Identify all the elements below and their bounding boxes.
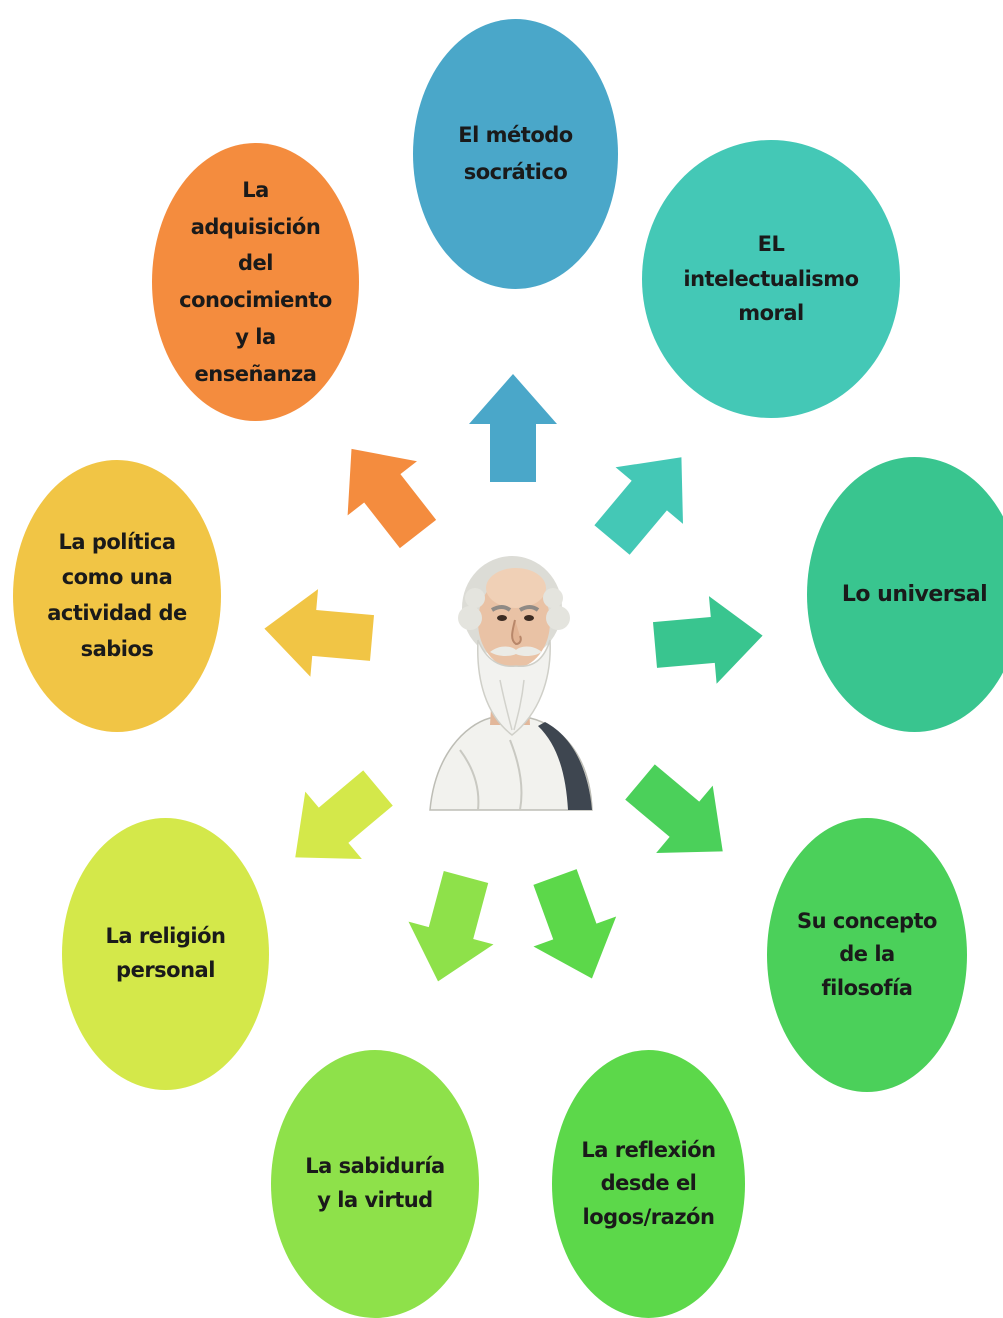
node-reflexion-logos: La reflexión desde el logos/razón [552,1050,745,1318]
arrow-to-sabiduria [395,865,509,993]
arrow-to-concepto-filosofia [611,748,752,886]
node-label: El método socrático [458,123,573,184]
node-label: La sabiduría y la virtud [305,1154,445,1212]
node-label: Lo universal [841,581,988,607]
node-concepto-filosofia: Su concepto de la filosofía [767,818,967,1092]
node-label: La adquisición del conocimiento y la ens… [179,177,332,386]
arrow-to-politica [260,584,376,682]
node-label: La religión personal [105,924,226,982]
node-intelectualismo-moral: EL intelectualismo moral [642,140,900,418]
node-label: EL intelectualismo moral [683,232,859,326]
arrow-to-metodo-socratico [469,374,557,482]
node-label: Su concepto de la filosofía [797,908,937,1000]
arrow-to-lo-universal [651,591,767,689]
node-label: La política como una actividad de sabios [47,529,187,661]
arrow-to-religion [266,754,407,892]
node-label: La reflexión desde el logos/razón [581,1137,716,1229]
node-metodo-socratico: El método socrático [413,19,618,289]
node-politica-sabios: La política como una actividad de sabios [13,460,221,732]
socrates-portrait-illustration [429,556,593,811]
node-lo-universal: Lo universal [807,457,1003,732]
node-religion-personal: La religión personal [62,818,269,1090]
node-adquisicion-conocimiento: La adquisición del conocimiento y la ens… [152,143,359,421]
node-sabiduria-virtud: La sabiduría y la virtud [271,1050,479,1318]
arrow-to-reflexion [513,861,634,994]
